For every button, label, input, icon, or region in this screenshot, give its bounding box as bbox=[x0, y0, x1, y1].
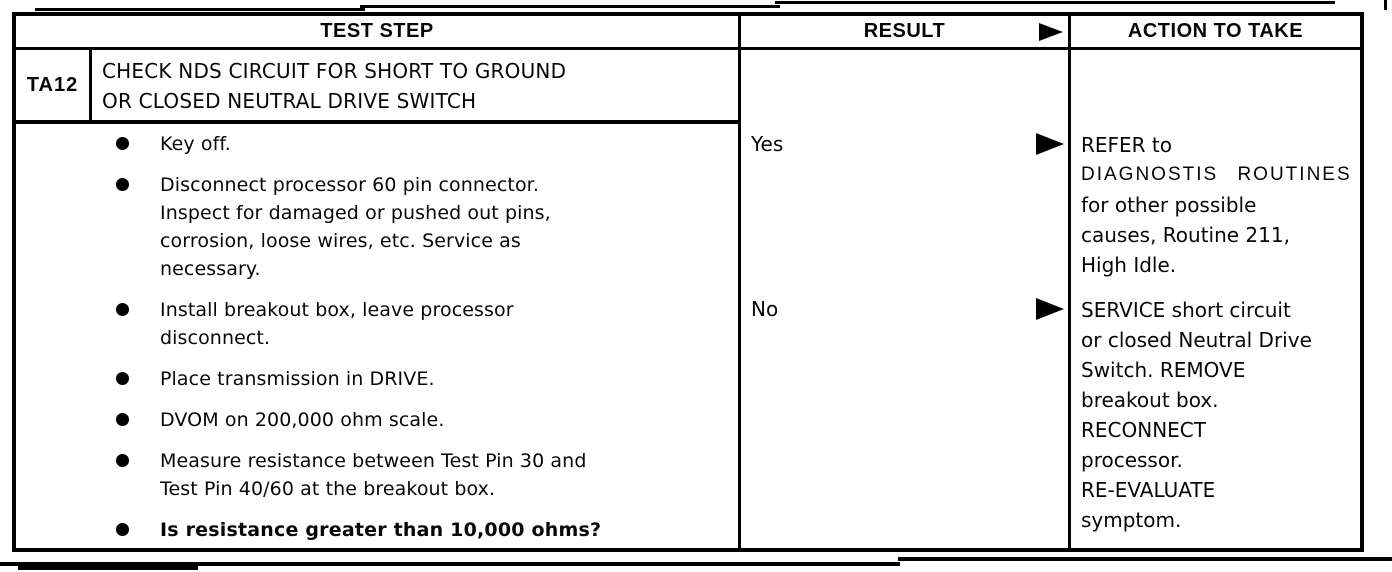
diagnostic-test-table: TEST STEP RESULT ACTION TO TAKE TA12 CHE… bbox=[12, 12, 1364, 552]
scan-edge-line bbox=[0, 562, 900, 566]
scan-edge-line bbox=[1384, 0, 1387, 10]
list-item: Key off. bbox=[116, 130, 738, 158]
table-body-row: TA12 CHECK NDS CIRCUIT FOR SHORT TO GROU… bbox=[16, 50, 1360, 548]
step-title: CHECK NDS CIRCUIT FOR SHORT TO GROUND OR… bbox=[92, 50, 566, 120]
list-item: Install breakout box, leave processor di… bbox=[116, 296, 738, 352]
action-line: processor. bbox=[1081, 448, 1183, 472]
instruction-line: Install breakout box, leave processor bbox=[160, 299, 514, 321]
result-cell: Yes No bbox=[741, 50, 1071, 548]
instruction-line: Inspect for damaged or pushed out pins, bbox=[160, 202, 551, 224]
bullet-icon bbox=[116, 413, 129, 426]
instruction-line: Place transmission in DRIVE. bbox=[160, 368, 435, 390]
instruction-line: DVOM on 200,000 ohm scale. bbox=[160, 409, 445, 431]
instruction-line: corrosion, loose wires, etc. Service as bbox=[160, 230, 521, 252]
step-title-line: CHECK NDS CIRCUIT FOR SHORT TO GROUND bbox=[102, 59, 567, 83]
action-reference: DIAGNOSTIS ROUTINES bbox=[1081, 164, 1352, 185]
action-line: for other possible bbox=[1081, 193, 1257, 217]
scan-edge-line bbox=[360, 5, 780, 8]
column-header-label: RESULT bbox=[863, 20, 946, 42]
action-line: Switch. REMOVE bbox=[1081, 358, 1246, 382]
action-line: SERVICE short circuit bbox=[1081, 298, 1291, 322]
table-header-row: TEST STEP RESULT ACTION TO TAKE bbox=[16, 16, 1360, 50]
instruction-line: Key off. bbox=[160, 133, 231, 155]
column-header-result: RESULT bbox=[741, 16, 1071, 47]
action-line: symptom. bbox=[1081, 508, 1182, 532]
action-line: causes, Routine 211, bbox=[1081, 223, 1290, 247]
column-header-label: ACTION TO TAKE bbox=[1127, 20, 1304, 42]
bullet-icon bbox=[116, 372, 129, 385]
instruction-line: Test Pin 40/60 at the breakout box. bbox=[160, 478, 496, 500]
action-cell: REFER to DIAGNOSTIS ROUTINES for other p… bbox=[1071, 50, 1360, 548]
column-header-test-step: TEST STEP bbox=[16, 16, 741, 47]
bullet-icon bbox=[116, 454, 129, 467]
action-paragraph-no: SERVICE short circuit or closed Neutral … bbox=[1081, 295, 1360, 535]
instruction-line: Disconnect processor 60 pin connector. bbox=[160, 174, 539, 196]
scan-edge-line bbox=[898, 557, 1392, 561]
action-line: RE-EVALUATE bbox=[1081, 478, 1216, 502]
scan-edge-line bbox=[18, 564, 198, 570]
list-item: Measure resistance between Test Pin 30 a… bbox=[116, 447, 738, 503]
action-lead: REFER to bbox=[1081, 133, 1173, 157]
action-line: breakout box. bbox=[1081, 388, 1219, 412]
action-paragraph-yes: REFER to DIAGNOSTIS ROUTINES for other p… bbox=[1081, 130, 1360, 280]
instruction-line: Measure resistance between Test Pin 30 a… bbox=[160, 450, 587, 472]
step-title-line: OR CLOSED NEUTRAL DRIVE SWITCH bbox=[102, 89, 477, 113]
test-step-cell: TA12 CHECK NDS CIRCUIT FOR SHORT TO GROU… bbox=[16, 50, 741, 548]
result-row-no: No bbox=[751, 295, 1068, 323]
result-label: No bbox=[751, 297, 779, 321]
bullet-icon bbox=[116, 523, 129, 536]
list-item: Place transmission in DRIVE. bbox=[116, 365, 738, 393]
instruction-line: necessary. bbox=[160, 258, 261, 280]
list-item: DVOM on 200,000 ohm scale. bbox=[116, 406, 738, 434]
result-label: Yes bbox=[751, 132, 784, 156]
result-arrow-icon bbox=[1036, 298, 1064, 320]
action-line: or closed Neutral Drive bbox=[1081, 328, 1312, 352]
instruction-list: Key off. Disconnect processor 60 pin con… bbox=[16, 124, 738, 544]
instruction-line: Is resistance greater than 10,000 ohms? bbox=[160, 519, 602, 541]
result-arrow-icon bbox=[1036, 133, 1064, 155]
bullet-icon bbox=[116, 303, 129, 316]
scan-edge-line bbox=[775, 1, 1335, 4]
column-header-action: ACTION TO TAKE bbox=[1071, 16, 1360, 47]
step-title-row: TA12 CHECK NDS CIRCUIT FOR SHORT TO GROU… bbox=[16, 50, 738, 124]
instruction-line: disconnect. bbox=[160, 327, 271, 349]
column-header-label: TEST STEP bbox=[320, 20, 434, 42]
bullet-icon bbox=[116, 178, 129, 191]
action-line: High Idle. bbox=[1081, 253, 1177, 277]
step-id-badge: TA12 bbox=[16, 50, 92, 120]
scan-edge-line bbox=[35, 8, 365, 11]
result-arrow-icon bbox=[1039, 22, 1063, 41]
list-item-question: Is resistance greater than 10,000 ohms? bbox=[116, 516, 738, 544]
list-item: Disconnect processor 60 pin connector. I… bbox=[116, 171, 738, 283]
result-row-yes: Yes bbox=[751, 130, 1068, 158]
action-line: RECONNECT bbox=[1081, 418, 1206, 442]
bullet-icon bbox=[116, 137, 129, 150]
